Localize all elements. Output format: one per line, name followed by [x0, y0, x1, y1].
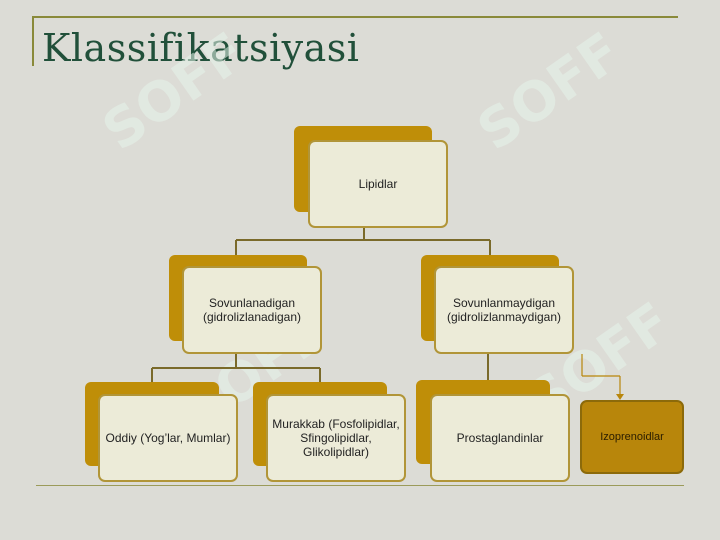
node-complex-lipids: Murakkab (Fosfolipidlar, Sfingolipidlar,… — [266, 394, 406, 482]
slide-title: Klassifikatsiyasi — [42, 26, 360, 70]
node-saponifiable: Sovunlanadigan (gidrolizlanadigan) — [182, 266, 322, 354]
node-prostaglandins: Prostaglandinlar — [430, 394, 570, 482]
bottom-rule — [36, 485, 684, 486]
node-isoprenoids: Izoprenoidlar — [580, 400, 684, 474]
arrowhead-isoprenoid — [616, 394, 624, 400]
node-simple-lipids: Oddiy (Yog’lar, Mumlar) — [98, 394, 238, 482]
node-isoprenoids-label: Izoprenoidlar — [600, 431, 664, 443]
node-lipids-label: Lipidlar — [358, 177, 398, 191]
node-simple-lipids-label: Oddiy (Yog’lar, Mumlar) — [105, 431, 231, 445]
node-unsaponifiable-label: Sovunlanmaydigan (gidrolizlanmaydigan) — [446, 296, 562, 324]
node-prostaglandins-label: Prostaglandinlar — [456, 431, 544, 445]
left-rule — [32, 16, 34, 66]
node-lipids: Lipidlar — [308, 140, 448, 228]
node-complex-lipids-label: Murakkab (Fosfolipidlar, Sfingolipidlar,… — [272, 417, 400, 459]
node-unsaponifiable: Sovunlanmaydigan (gidrolizlanmaydigan) — [434, 266, 574, 354]
node-saponifiable-label: Sovunlanadigan (gidrolizlanadigan) — [202, 296, 302, 324]
top-rule — [32, 16, 678, 18]
